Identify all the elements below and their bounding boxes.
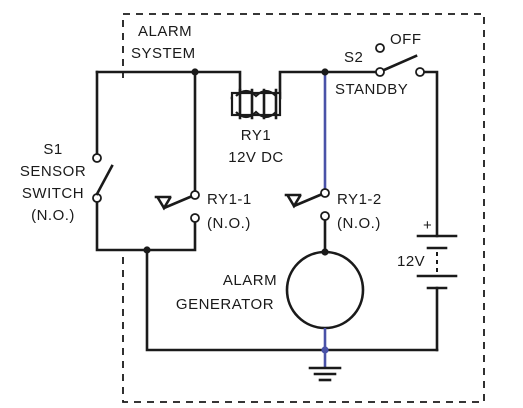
label-off: OFF <box>390 31 422 48</box>
label-ry1-voltage: 12V DC <box>228 149 284 166</box>
label-s1-switch: SWITCH <box>22 185 84 202</box>
label-s2: S2 <box>344 49 363 66</box>
label-s1: S1 <box>43 141 62 158</box>
label-battery-voltage: 12V <box>397 253 425 270</box>
junction-dot <box>143 246 151 254</box>
relay-coil-ry1 <box>230 88 282 120</box>
relay-contact-ry1-2 <box>284 188 330 221</box>
label-ry1-2-type: (N.O.) <box>337 215 381 232</box>
wire-s1-bottom <box>95 196 149 252</box>
relay-contact-ry1-1 <box>154 190 200 223</box>
junction-dot <box>321 346 329 354</box>
label-alarm-generator-line2: GENERATOR <box>176 296 274 313</box>
wire-s2-battery <box>418 70 439 238</box>
wire-left-bus <box>145 248 439 352</box>
wire-ry11-bottom <box>145 216 197 252</box>
alarm-generator-symbol <box>285 250 365 330</box>
label-s1-sensor: SENSOR <box>20 163 86 180</box>
junction-dot <box>191 68 199 76</box>
battery-12v <box>416 234 458 290</box>
label-ry1-2: RY1-2 <box>337 191 382 208</box>
label-s1-type: (N.O.) <box>31 207 75 224</box>
enclosure-boundary <box>122 13 485 403</box>
label-ry1-1-type: (N.O.) <box>207 215 251 232</box>
junction-dot <box>321 248 329 256</box>
label-alarm-generator-line1: ALARM <box>223 272 277 289</box>
wire-top-left <box>95 70 242 100</box>
wire-coil-right <box>278 70 382 100</box>
label-standby: STANDBY <box>335 81 408 98</box>
label-ry1-1: RY1-1 <box>207 191 252 208</box>
label-battery-plus: + <box>423 217 432 234</box>
ground-symbol <box>308 366 342 382</box>
junction-dot <box>321 68 329 76</box>
label-alarm-system-line2: SYSTEM <box>131 45 196 62</box>
label-alarm-system-line1: ALARM <box>138 23 192 40</box>
label-ry1: RY1 <box>241 127 271 144</box>
switch-s2 <box>375 43 425 77</box>
switch-s1 <box>92 153 114 203</box>
